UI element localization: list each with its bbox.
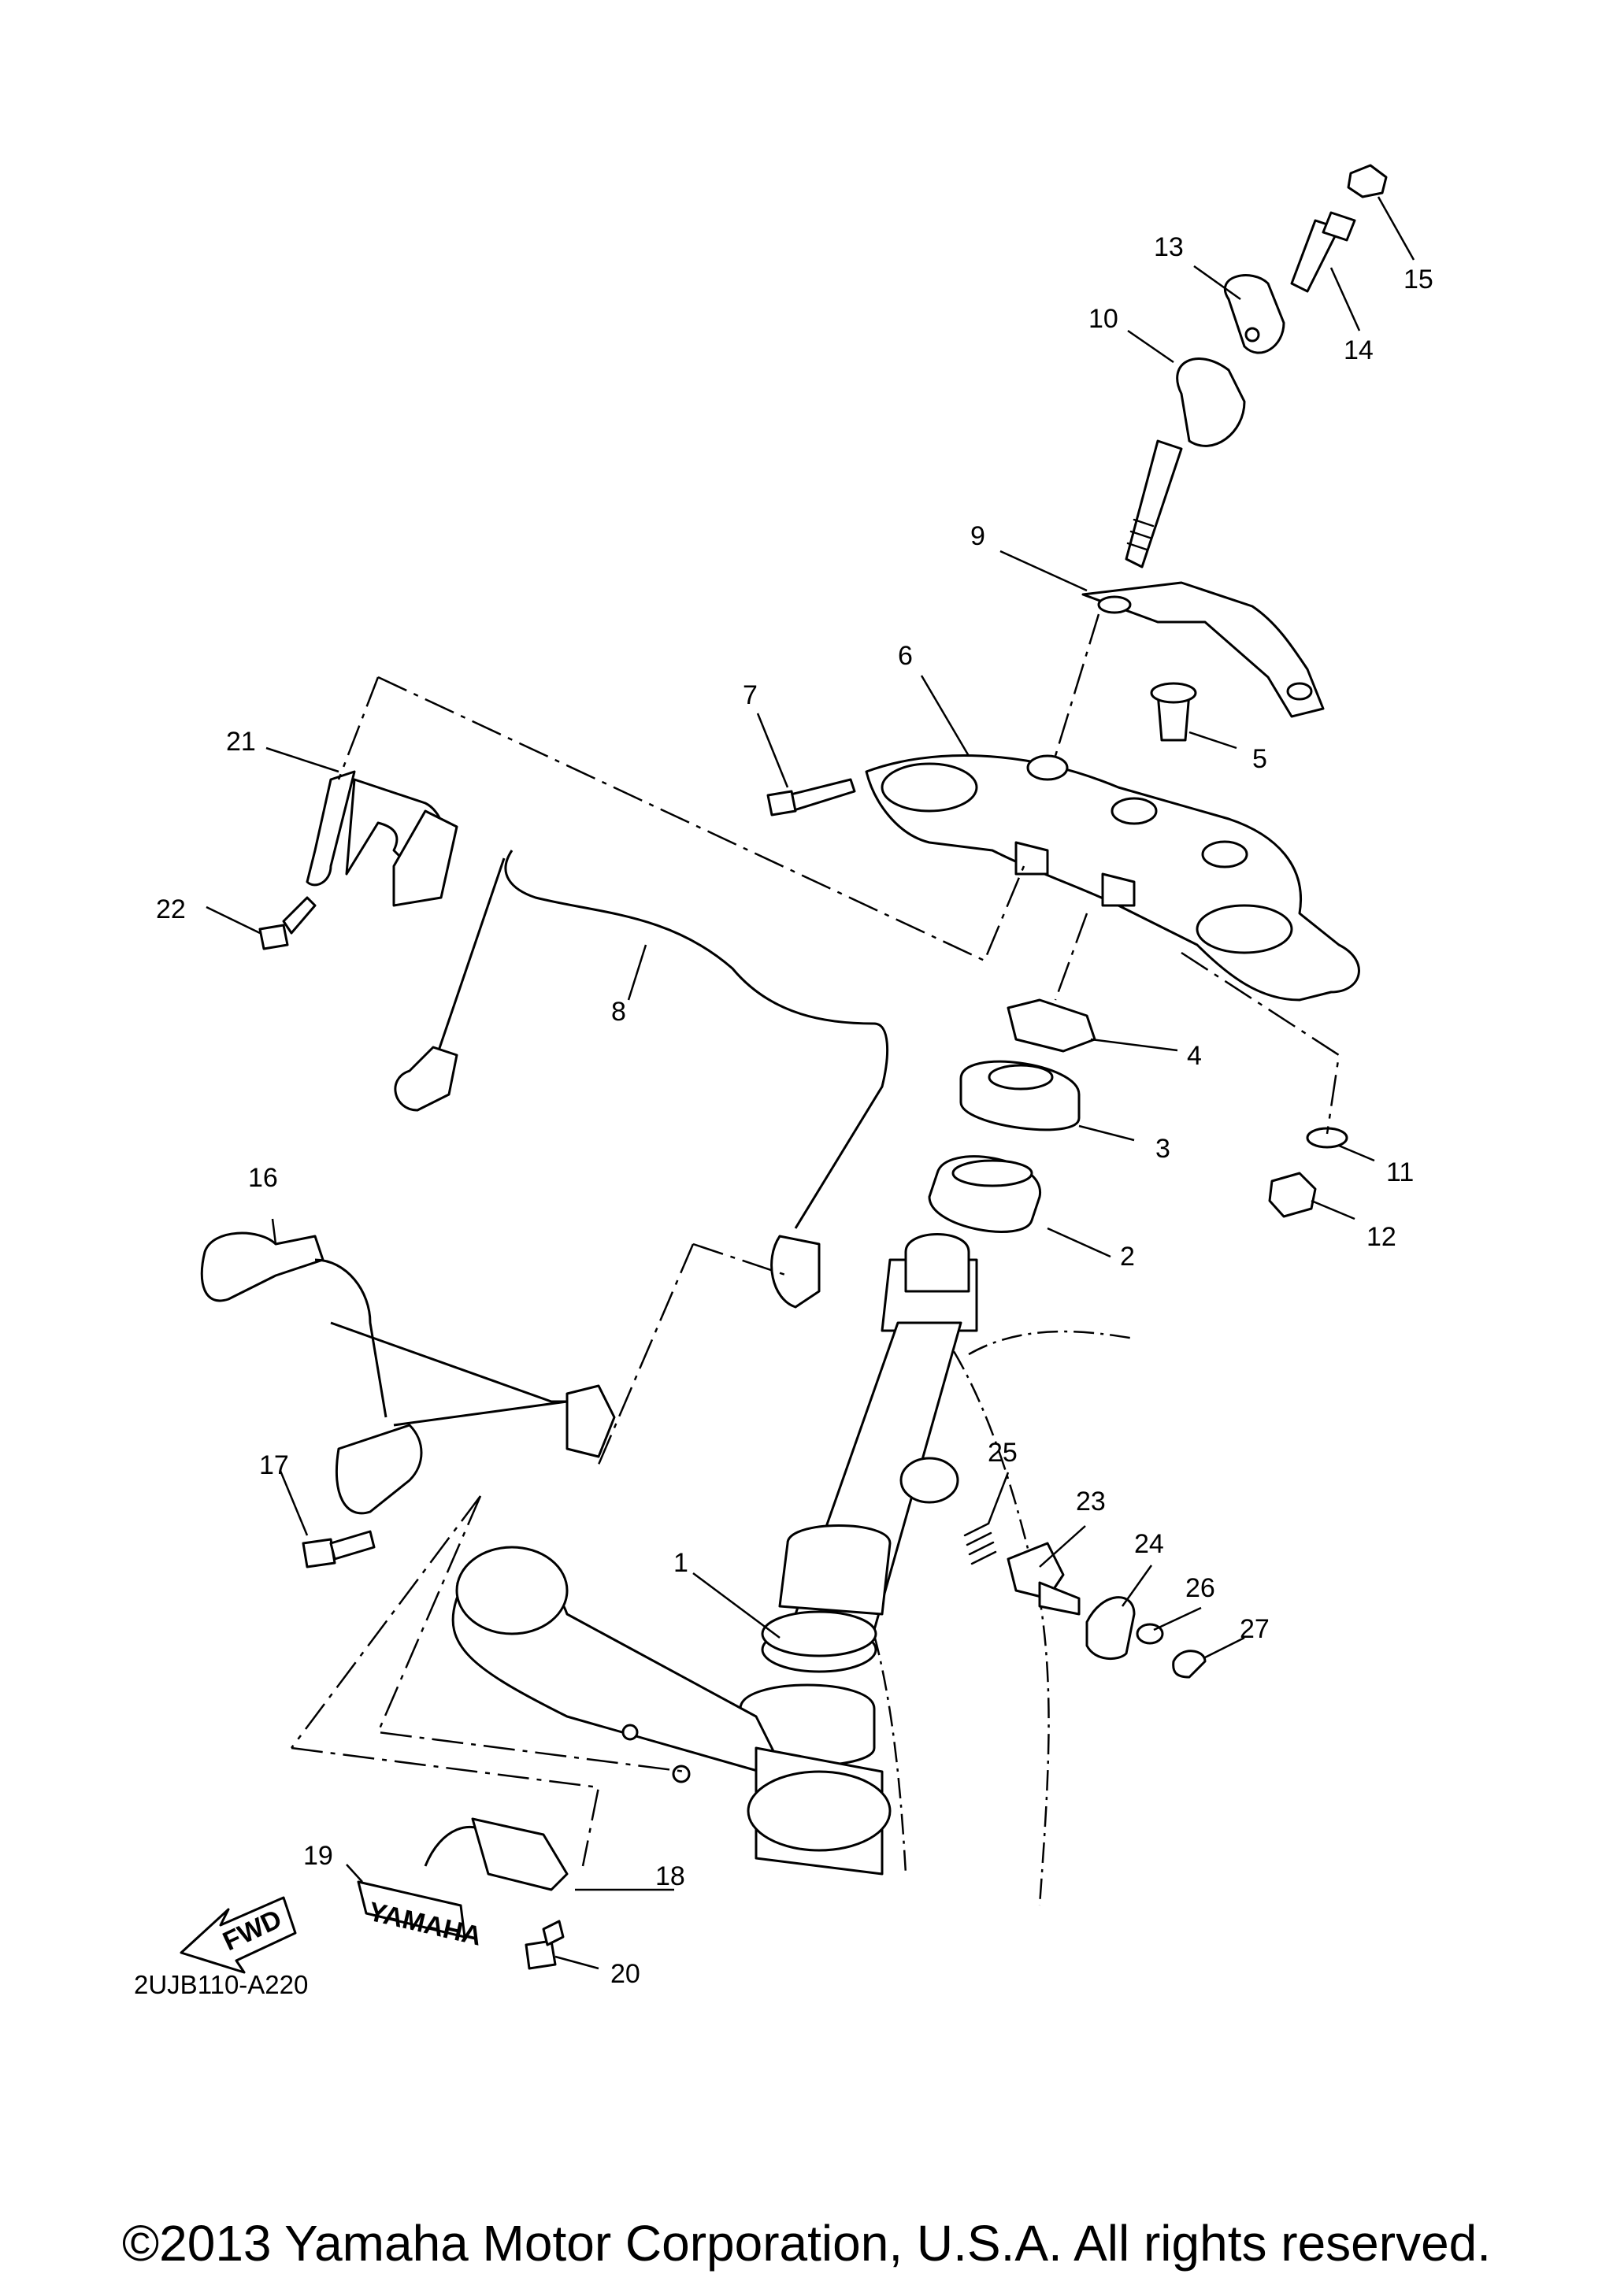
callout-25: 25 — [988, 1438, 1018, 1468]
copyright-notice: ©2013 Yamaha Motor Corporation, U.S.A. A… — [121, 2215, 1492, 2272]
nut — [1268, 1172, 1317, 1218]
callout-19: 19 — [303, 1841, 333, 1871]
callout-18: 18 — [655, 1861, 685, 1891]
bolt — [525, 1920, 565, 1970]
cable — [394, 850, 888, 1309]
callout-26: 26 — [1185, 1573, 1215, 1603]
ring-nut — [1007, 998, 1096, 1053]
callout-20: 20 — [610, 1959, 640, 1989]
emblem: YAMAHA — [357, 1880, 484, 1952]
callout-15: 15 — [1403, 265, 1433, 294]
callout-9: 9 — [970, 521, 985, 551]
callout-16: 16 — [248, 1163, 278, 1193]
screw — [1172, 1650, 1207, 1679]
callout-4: 4 — [1187, 1041, 1202, 1071]
bearing — [928, 1155, 1041, 1233]
callout-23: 23 — [1076, 1487, 1106, 1516]
steering-stem — [451, 1233, 978, 1876]
lock-switch — [1007, 1542, 1081, 1616]
bolt — [258, 896, 317, 950]
stay — [306, 770, 458, 907]
callout-3: 3 — [1155, 1134, 1170, 1164]
spring — [963, 1522, 997, 1565]
callout-2: 2 — [1120, 1242, 1135, 1272]
bolt — [766, 778, 856, 817]
cover-plate — [1085, 1596, 1136, 1661]
upper-handlebar-holder — [1223, 274, 1285, 354]
bolt — [1150, 682, 1197, 742]
fwd-arrow-icon: FWD — [180, 1896, 297, 1974]
handlebar-holder — [1125, 357, 1246, 568]
bolt — [302, 1530, 376, 1568]
bolt — [1290, 211, 1356, 293]
callout-13: 13 — [1154, 232, 1184, 262]
bracket — [200, 1231, 616, 1515]
callout-numbers: 1 2 3 4 5 6 7 8 9 10 11 12 13 14 15 16 1… — [156, 232, 1433, 1989]
upper-bracket — [865, 754, 1360, 1002]
bracket — [1081, 581, 1325, 718]
callout-7: 7 — [743, 680, 758, 710]
callout-22: 22 — [156, 894, 186, 924]
callout-24: 24 — [1134, 1529, 1164, 1559]
callout-5: 5 — [1252, 744, 1267, 774]
bearing-race — [959, 1060, 1081, 1131]
nut — [1347, 164, 1388, 198]
callout-17: 17 — [259, 1450, 289, 1480]
callout-11: 11 — [1386, 1157, 1414, 1187]
callout-10: 10 — [1088, 304, 1118, 334]
callout-14: 14 — [1344, 335, 1374, 365]
diagram-code: 2UJB110-A220 — [134, 1970, 309, 1999]
callout-12: 12 — [1366, 1222, 1396, 1252]
callout-21: 21 — [226, 727, 256, 757]
callout-6: 6 — [898, 641, 913, 671]
callout-1: 1 — [673, 1548, 688, 1578]
callout-27: 27 — [1240, 1614, 1270, 1644]
callout-8: 8 — [611, 997, 626, 1027]
bracket — [424, 1817, 569, 1891]
leader-lines — [206, 196, 1415, 1970]
alignment-lines — [291, 613, 1340, 1867]
